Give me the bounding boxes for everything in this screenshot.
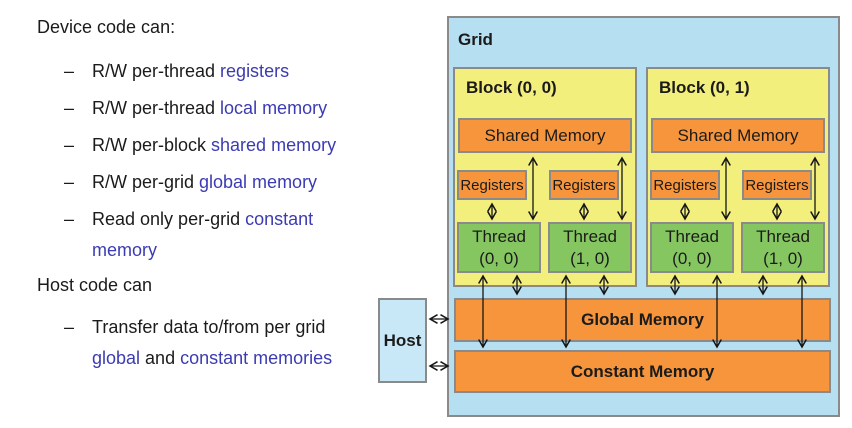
thread-label-line2: (1, 0) xyxy=(763,248,803,268)
constant-memory-label: Constant Memory xyxy=(570,361,715,381)
bullet-plain-text: Read only per-grid xyxy=(92,209,246,229)
registers-box: Registers xyxy=(650,170,720,200)
thread-label-line1: Thread xyxy=(563,226,617,246)
registers-label: Registers xyxy=(552,176,616,194)
global-memory-bar: Global Memory xyxy=(454,298,831,342)
bullet-text: R/W per-thread registers xyxy=(92,56,400,87)
bullet-highlight: global memory xyxy=(199,172,318,192)
bullet-highlight-wrap: memory xyxy=(92,240,158,260)
bullet-registers: – R/W per-thread registers xyxy=(37,56,400,87)
grid-box: Grid Block (0, 0) Shared Memory Register… xyxy=(447,16,840,417)
thread-label-line1: Thread xyxy=(756,226,810,246)
thread-1-0-box: Thread (1, 0) xyxy=(548,222,632,273)
bullet-text: R/W per-grid global memory xyxy=(92,167,400,198)
shared-memory-box: Shared Memory xyxy=(458,118,632,153)
constant-memory-bar: Constant Memory xyxy=(454,350,831,393)
thread-1-0-box: Thread (1, 0) xyxy=(741,222,825,273)
global-memory-label: Global Memory xyxy=(581,310,704,329)
host-box: Host xyxy=(378,298,427,383)
bullet-highlight: local memory xyxy=(220,98,328,118)
registers-label: Registers xyxy=(745,176,809,194)
bullet-plain-text: Transfer data to/from per grid xyxy=(92,317,326,337)
thread-label-line2: (0, 0) xyxy=(479,248,519,268)
bullet-highlight: shared memory xyxy=(211,135,337,155)
bullet-dash: – xyxy=(64,172,75,192)
bullet-text: R/W per-block shared memory xyxy=(92,130,400,161)
bullet-plain-mid: and xyxy=(140,348,181,368)
bullet-highlight-global: global xyxy=(92,348,141,368)
bullet-text: R/W per-thread local memory xyxy=(92,93,400,124)
grid-label: Grid xyxy=(458,30,493,49)
bullet-highlight: constant xyxy=(245,209,314,229)
thread-label-line2: (1, 0) xyxy=(570,248,610,268)
bullet-global-memory: – R/W per-grid global memory xyxy=(37,167,400,198)
thread-0-0-box: Thread (0, 0) xyxy=(650,222,734,273)
registers-label: Registers xyxy=(653,176,717,194)
shared-memory-label: Shared Memory xyxy=(484,125,606,145)
bullet-local-memory: – R/W per-thread local memory xyxy=(37,93,400,124)
registers-box: Registers xyxy=(457,170,527,200)
block-0-0: Block (0, 0) Shared Memory Registers Reg… xyxy=(453,67,637,287)
bullet-dash: – xyxy=(64,61,75,81)
bullet-dash: – xyxy=(64,98,75,118)
block-0-1: Block (0, 1) Shared Memory Registers Reg… xyxy=(646,67,830,287)
shared-memory-label: Shared Memory xyxy=(677,125,799,145)
shared-memory-box: Shared Memory xyxy=(651,118,825,153)
bullet-shared-memory: – R/W per-block shared memory xyxy=(37,130,400,161)
host-label: Host xyxy=(383,330,422,350)
bullet-dash: – xyxy=(64,317,75,337)
bullet-dash: – xyxy=(64,209,75,229)
thread-0-0-box: Thread (0, 0) xyxy=(457,222,541,273)
block-0-1-label: Block (0, 1) xyxy=(659,78,750,97)
bullet-highlight-constant: constant memories xyxy=(180,348,333,368)
bullet-plain-text: R/W per-grid xyxy=(92,172,200,192)
thread-label-line2: (0, 0) xyxy=(672,248,712,268)
bullet-transfer-data: – Transfer data to/from per grid global a… xyxy=(37,312,400,374)
registers-box: Registers xyxy=(742,170,812,200)
bullet-constant-memory: – Read only per-grid constant memory xyxy=(37,204,400,266)
bullet-plain-text: R/W per-thread xyxy=(92,61,221,81)
bullet-plain-text: R/W per-block xyxy=(92,135,212,155)
block-0-0-label: Block (0, 0) xyxy=(466,78,557,97)
thread-label-line1: Thread xyxy=(665,226,719,246)
bullet-text: Read only per-grid constant memory xyxy=(92,204,400,266)
bullet-text: Transfer data to/from per grid global and… xyxy=(92,312,400,374)
bullet-dash: – xyxy=(64,135,75,155)
registers-label: Registers xyxy=(460,176,524,194)
bullet-plain-text: R/W per-thread xyxy=(92,98,221,118)
host-code-heading: Host code can xyxy=(37,275,153,295)
notes-panel: Device code can: – R/W per-thread regist… xyxy=(0,0,400,380)
device-code-heading: Device code can: xyxy=(37,17,176,37)
thread-label-line1: Thread xyxy=(472,226,526,246)
bullet-highlight: registers xyxy=(220,61,290,81)
registers-box: Registers xyxy=(549,170,619,200)
